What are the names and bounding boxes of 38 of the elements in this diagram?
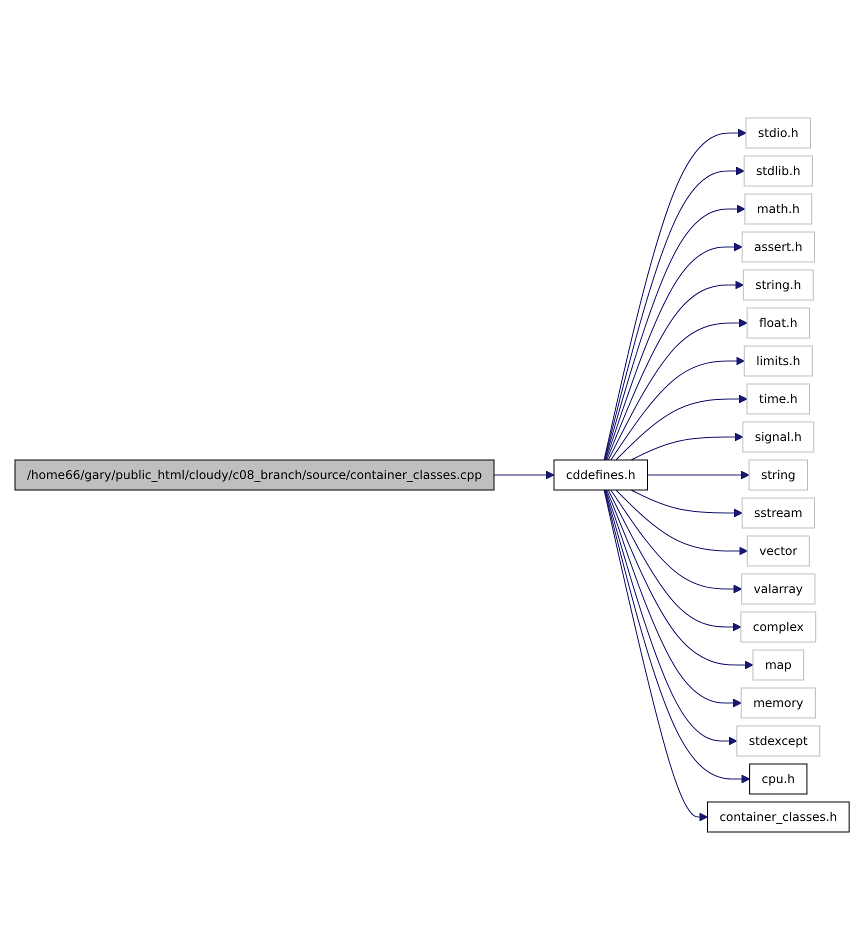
arrow (605, 242, 742, 460)
arrow (630, 432, 744, 460)
arrow (493, 470, 554, 479)
arrow (604, 489, 708, 821)
node-box: stdexcept (736, 725, 820, 756)
arrow (610, 489, 742, 593)
node-box: signal.h (742, 421, 814, 452)
arrow (608, 489, 742, 631)
node-box: memory (740, 687, 816, 718)
arrow (608, 318, 748, 460)
node-box: assert.h (742, 231, 815, 262)
arrow (630, 489, 742, 517)
node-box: stdio.h (745, 117, 811, 148)
node-box: time.h (746, 383, 810, 414)
node-box: cddefines.h (553, 459, 648, 490)
node-box: sstream (742, 497, 815, 528)
node-box: string (748, 459, 808, 490)
node-box: limits.h (744, 345, 813, 376)
node-box: map (752, 649, 804, 680)
arrow (605, 489, 742, 707)
node-box: math.h (744, 193, 812, 224)
arrow (610, 356, 745, 460)
arrow (646, 470, 750, 479)
arrow (615, 489, 748, 555)
arrow (606, 489, 754, 669)
arrow (604, 489, 750, 783)
node-box: stdlib.h (744, 155, 813, 186)
node-box: float.h (746, 307, 810, 338)
arrow (615, 394, 748, 460)
node-box: complex (740, 611, 816, 642)
node-box: string.h (742, 269, 814, 300)
node-box: vector (746, 535, 810, 566)
arrow (606, 280, 744, 460)
node-box: cpu.h (749, 763, 808, 794)
node-box: /home66/gary/public_html/cloudy/c08_branch/source/container_classes.cpp (14, 459, 494, 490)
arrow (604, 489, 738, 745)
node-box: container_classes.h (706, 801, 850, 832)
node-box: valarray (741, 573, 816, 604)
